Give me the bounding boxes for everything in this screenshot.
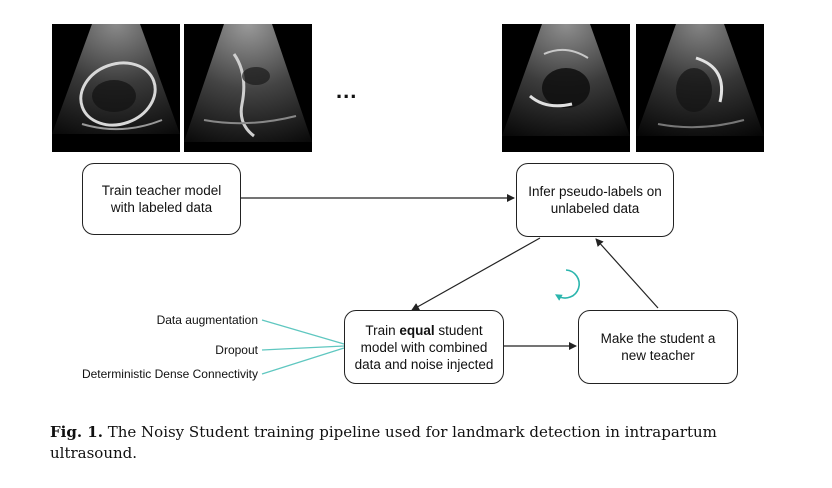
noise-label-augmentation: Data augmentation — [156, 313, 258, 327]
noise-label-dropout: Dropout — [215, 343, 258, 357]
cycle-icon — [554, 269, 580, 301]
box-train-student: Train equal student model with combined … — [344, 310, 504, 384]
box-train-teacher-label: Train teacher model with labeled data — [101, 183, 222, 215]
ultrasound-image-2 — [184, 24, 312, 152]
box-train-teacher: Train teacher model with labeled data — [82, 163, 241, 235]
ultrasound-image-4 — [636, 24, 764, 152]
box-infer-label: Infer pseudo-labels on unlabeled data — [528, 184, 662, 216]
student-text-bold: equal — [399, 322, 435, 338]
ultrasound-image-1 — [52, 24, 180, 152]
student-text-post: student model with combined data and noi… — [354, 322, 494, 372]
arrow-infer-to-student — [411, 237, 541, 311]
noise-line-ddc — [261, 347, 345, 375]
caption-text: The Noisy Student training pipeline used… — [50, 423, 717, 462]
caption-label: Fig. 1. — [50, 423, 103, 441]
box-new-teacher: Make the student a new teacher — [578, 310, 738, 384]
arrow-new-teacher-to-infer — [595, 238, 659, 309]
student-text-pre: Train — [365, 322, 400, 338]
box-train-student-label: Train equal student model with combined … — [353, 322, 495, 373]
noise-line-augmentation — [261, 319, 345, 345]
ultrasound-image-3 — [502, 24, 630, 152]
ellipsis: ... — [336, 78, 358, 103]
box-new-teacher-label: Make the student a new teacher — [600, 331, 716, 363]
figure-caption: Fig. 1. The Noisy Student training pipel… — [50, 422, 780, 464]
noise-label-ddc: Deterministic Dense Connectivity — [81, 367, 258, 381]
noise-line-dropout — [261, 345, 345, 351]
box-infer-pseudo-labels: Infer pseudo-labels on unlabeled data — [516, 163, 674, 237]
